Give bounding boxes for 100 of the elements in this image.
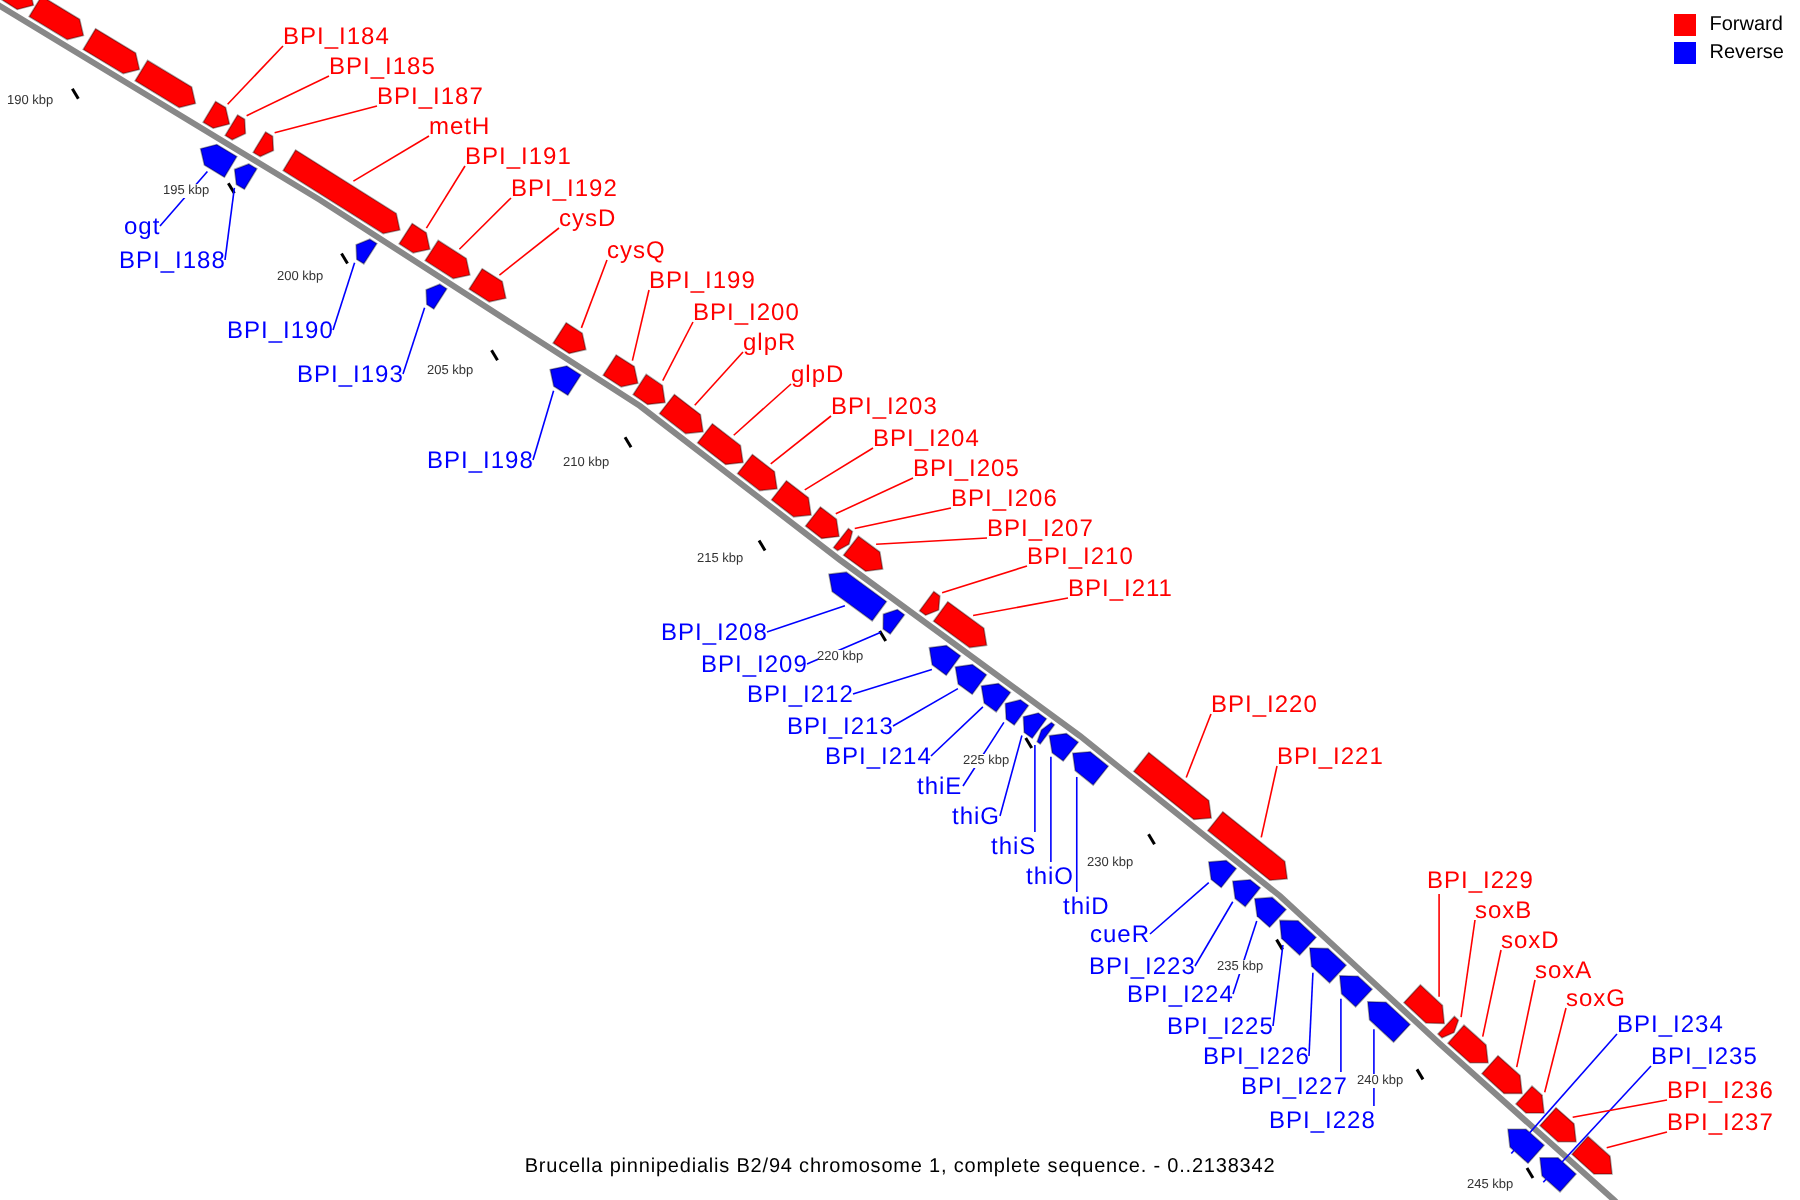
gene-block <box>282 148 401 235</box>
leader-line <box>1460 919 1476 1018</box>
gene-label: BPI_I188 <box>119 246 226 274</box>
gene-block <box>804 505 840 540</box>
leader-line <box>1571 1099 1668 1119</box>
leader-line <box>806 631 882 665</box>
gene-label: BPI_I229 <box>1427 866 1534 894</box>
gene-block <box>1132 751 1213 821</box>
gene-label: BPI_I187 <box>377 82 484 110</box>
gene-label: thiE <box>917 772 963 800</box>
gene-label: BPI_I223 <box>1089 952 1196 980</box>
gene-block <box>828 571 888 622</box>
leader-line <box>1185 713 1212 779</box>
gene-label: BPI_I226 <box>1203 1042 1310 1070</box>
gene-label: thiO <box>1026 862 1075 890</box>
leader-line <box>930 706 984 757</box>
leader-line <box>1510 1033 1618 1155</box>
gene-block <box>1206 810 1289 882</box>
leader-line <box>1340 997 1342 1073</box>
leader-line <box>273 105 378 134</box>
leader-line <box>498 227 560 276</box>
gene-block <box>842 535 884 573</box>
gene-block <box>602 353 639 388</box>
gene-block <box>252 130 275 158</box>
leader-line <box>1272 944 1284 1027</box>
gene-label: BPI_I209 <box>701 650 808 678</box>
leader-line <box>226 45 284 106</box>
leader-line <box>769 415 832 465</box>
leader-line <box>1605 1131 1668 1149</box>
leader-line <box>580 259 608 329</box>
gene-label: BPI_I184 <box>283 22 390 50</box>
leader-line <box>999 734 1023 817</box>
leader-line <box>661 321 694 382</box>
gene-label: BPI_I221 <box>1277 742 1384 770</box>
gene-block <box>1539 1157 1578 1193</box>
leader-line <box>732 383 792 437</box>
gene-block <box>424 239 471 280</box>
gene-block <box>632 373 666 406</box>
leader-line <box>1438 893 1440 998</box>
leader-line <box>1515 979 1536 1068</box>
leader-line <box>1050 756 1052 863</box>
gene-label: thiS <box>991 832 1037 860</box>
leader-line <box>1075 776 1078 893</box>
caption: Brucella pinnipedialis B2/94 chromosome 1, complete sequence. - 0..2138342 <box>524 1156 1276 1178</box>
gene-block <box>882 608 906 636</box>
gene-block <box>1402 983 1446 1025</box>
gene-label: thiG <box>952 802 1001 830</box>
leader-line <box>1149 881 1210 935</box>
gene-label: soxG <box>1566 984 1627 1012</box>
leader-line <box>402 306 426 375</box>
leader-line <box>1542 1065 1652 1184</box>
leader-line <box>1481 949 1502 1038</box>
gene-label: metH <box>429 112 491 140</box>
leader-line <box>1034 744 1036 833</box>
gene-label: BPI_I211 <box>1068 574 1173 602</box>
gene-block <box>1514 1085 1545 1114</box>
gene-block <box>1004 698 1030 727</box>
gene-block <box>932 600 988 649</box>
gene-label: BPI_I224 <box>1127 980 1234 1008</box>
leader-line <box>631 289 650 362</box>
gene-label: BPI_I206 <box>951 484 1058 512</box>
gene-block <box>1366 1001 1412 1044</box>
gene-label: BPI_I227 <box>1241 1072 1348 1100</box>
gene-label: thiD <box>1063 892 1110 920</box>
gene-block <box>199 143 238 179</box>
leader-line <box>332 261 356 331</box>
gene-block <box>1480 1054 1523 1095</box>
gene-block <box>1446 1024 1489 1064</box>
leader-line <box>962 721 1005 787</box>
gene-label: BPI_I207 <box>987 514 1094 542</box>
leader-line <box>972 597 1069 617</box>
gene-block <box>82 27 141 75</box>
gene-block <box>928 644 962 677</box>
gene-block <box>134 59 197 109</box>
gene-block <box>468 267 507 303</box>
gene-label: BPI_I212 <box>747 680 854 708</box>
leader-line <box>803 447 874 491</box>
leader-line <box>941 565 1028 594</box>
gene-block <box>918 590 941 617</box>
leader-line <box>834 477 914 515</box>
gene-block <box>1231 878 1262 908</box>
gene-label: BPI_I237 <box>1667 1108 1774 1136</box>
legend-label: Reverse <box>1709 42 1784 64</box>
leader-line <box>875 537 988 546</box>
leader-line <box>1194 900 1234 967</box>
gene-label: BPI_I220 <box>1211 690 1318 718</box>
gene-block <box>770 479 812 518</box>
gene-label: soxB <box>1475 896 1533 924</box>
gene-label: soxA <box>1535 956 1593 984</box>
gene-label: BPI_I191 <box>465 142 572 170</box>
gene-block <box>832 527 854 552</box>
gene-block <box>355 238 378 265</box>
leader-line <box>159 170 209 227</box>
gene-block <box>0 0 35 11</box>
gene-label: cysD <box>559 204 617 232</box>
gene-label: BPI_I199 <box>649 266 756 294</box>
leader-line <box>1308 971 1314 1057</box>
gene-label: BPI_I193 <box>297 360 404 388</box>
gene-label: BPI_I205 <box>913 454 1020 482</box>
gene-label: BPI_I190 <box>227 316 334 344</box>
